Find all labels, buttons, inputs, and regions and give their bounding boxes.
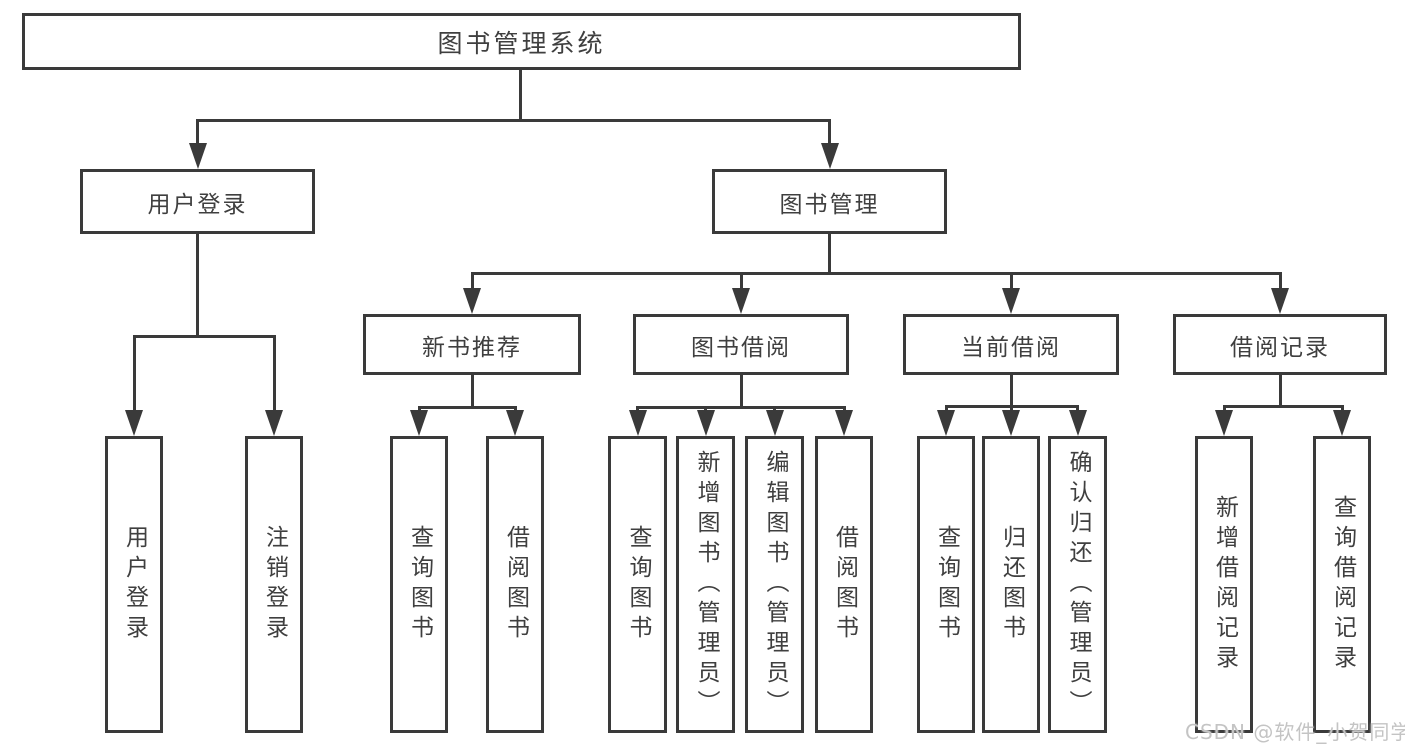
connector-arrowhead-down xyxy=(697,410,715,436)
connector-arrowhead-down xyxy=(835,410,853,436)
node-label: 查询借阅记录 xyxy=(1329,494,1356,675)
node-label: 注销登录 xyxy=(261,524,288,645)
node-label: 查询图书 xyxy=(933,524,960,645)
connector-line xyxy=(133,335,136,412)
connector-arrowhead-down xyxy=(506,410,524,436)
connector-line xyxy=(1279,272,1282,290)
node-label: 借阅记录 xyxy=(1230,334,1330,361)
connector-arrowhead-down xyxy=(1002,288,1020,314)
leaf-query-books-newbook: 查询图书 xyxy=(390,436,448,733)
node-label: 查询图书 xyxy=(625,524,651,645)
node-label: 归还图书 xyxy=(998,524,1025,645)
node-label: 借阅图书 xyxy=(831,524,858,645)
connector-arrowhead-down xyxy=(463,288,481,314)
connector-line xyxy=(945,405,948,414)
connector-arrowhead-down xyxy=(937,410,955,436)
connector-arrowhead-down xyxy=(189,143,207,169)
connector-line xyxy=(1010,272,1013,290)
node-current-borrowing: 当前借阅 xyxy=(903,314,1119,375)
node-label: 图书借阅 xyxy=(691,334,791,361)
node-borrowing-records: 借阅记录 xyxy=(1173,314,1387,375)
node-label: 查询图书 xyxy=(406,524,433,645)
connector-arrowhead-down xyxy=(766,410,784,436)
leaf-borrow-books-newbook: 借阅图书 xyxy=(486,436,544,733)
leaf-query-books-current: 查询图书 xyxy=(917,436,975,733)
connector-line xyxy=(1010,405,1013,414)
leaf-add-books-admin: 新增图书（管理员） xyxy=(676,436,735,733)
node-label: 借阅图书 xyxy=(502,524,529,645)
connector-line xyxy=(196,119,199,147)
connector-line xyxy=(828,234,831,272)
connector-line xyxy=(196,234,199,335)
connector-arrowhead-down xyxy=(732,288,750,314)
connector-line xyxy=(196,119,831,122)
node-label: 图书管理 xyxy=(779,191,880,218)
connector-line xyxy=(1341,405,1344,414)
node-library-management-system: 图书管理系统 xyxy=(22,13,1021,70)
connector-arrowhead-down xyxy=(410,410,428,436)
connector-line xyxy=(1076,405,1079,414)
node-label: 图书管理系统 xyxy=(437,28,606,58)
node-label: 确认归还（管理员） xyxy=(1065,449,1091,720)
connector-arrowhead-down xyxy=(265,410,283,436)
connector-arrowhead-down xyxy=(1215,410,1233,436)
connector-arrowhead-down xyxy=(1333,410,1351,436)
connector-arrowhead-down xyxy=(821,143,839,169)
connector-line xyxy=(828,119,831,147)
connector-arrowhead-down xyxy=(1002,410,1020,436)
node-label: 编辑图书（管理员） xyxy=(762,449,788,720)
connector-line xyxy=(273,335,276,412)
leaf-query-borrow-record: 查询借阅记录 xyxy=(1313,436,1371,733)
connector-line xyxy=(471,375,474,406)
node-new-book-recommendation: 新书推荐 xyxy=(363,314,581,375)
connector-line xyxy=(740,272,743,290)
connector-line xyxy=(636,406,846,409)
connector-line xyxy=(1010,375,1013,405)
leaf-edit-books-admin: 编辑图书（管理员） xyxy=(745,436,804,733)
connector-line xyxy=(1223,405,1344,408)
connector-line xyxy=(133,335,276,338)
csdn-watermark: CSDN @软件_小贺同学 xyxy=(1185,720,1405,744)
node-label: 新书推荐 xyxy=(422,334,522,361)
leaf-logout: 注销登录 xyxy=(245,436,303,733)
node-label: 用户登录 xyxy=(147,191,248,218)
node-label: 新增图书（管理员） xyxy=(693,449,719,720)
leaf-user-login: 用户登录 xyxy=(105,436,163,733)
connector-arrowhead-down xyxy=(125,410,143,436)
connector-line xyxy=(1223,405,1226,414)
connector-line xyxy=(471,272,1282,275)
node-label: 新增借阅记录 xyxy=(1211,494,1238,675)
node-user-login: 用户登录 xyxy=(80,169,315,234)
connector-line xyxy=(471,272,474,290)
leaf-borrow-books-borrow: 借阅图书 xyxy=(815,436,873,733)
connector-line xyxy=(519,70,522,119)
leaf-query-books-borrow: 查询图书 xyxy=(608,436,667,733)
connector-line xyxy=(1279,375,1282,405)
node-book-borrowing: 图书借阅 xyxy=(633,314,849,375)
connector-arrowhead-down xyxy=(1271,288,1289,314)
connector-line xyxy=(740,375,743,406)
node-book-management: 图书管理 xyxy=(712,169,947,234)
leaf-confirm-return-admin: 确认归还（管理员） xyxy=(1048,436,1107,733)
node-label: 用户登录 xyxy=(121,524,148,645)
leaf-add-borrow-record: 新增借阅记录 xyxy=(1195,436,1253,733)
node-label: 当前借阅 xyxy=(961,334,1061,361)
connector-arrowhead-down xyxy=(629,410,647,436)
connector-line xyxy=(418,406,517,409)
connector-arrowhead-down xyxy=(1069,410,1087,436)
leaf-return-books: 归还图书 xyxy=(982,436,1040,733)
